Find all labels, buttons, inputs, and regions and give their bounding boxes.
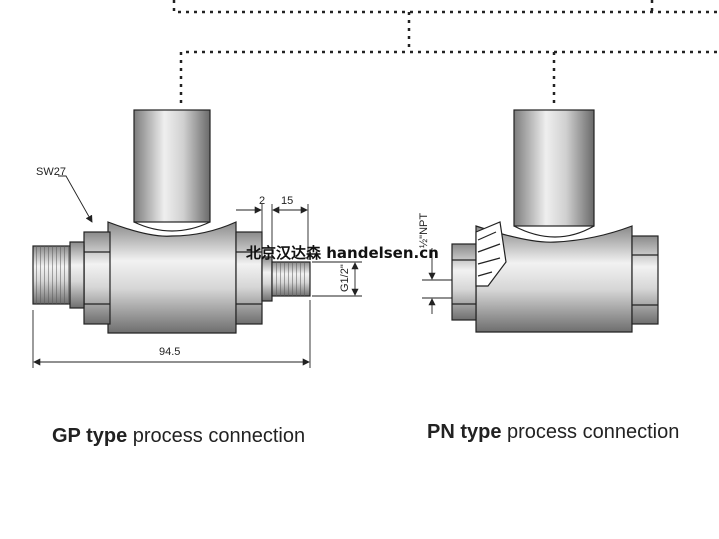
- dotted-cable-lines: [172, 0, 719, 103]
- dim-2-label: 2: [259, 195, 265, 207]
- watermark-text: 北京汉达森 handelsen.cn: [246, 244, 439, 262]
- gp-type-caption: GP type process connection: [52, 425, 305, 448]
- gp-caption-bold: GP type: [52, 425, 128, 447]
- pn-type-fitting: [451, 109, 659, 333]
- gp-dimension-labels: SW27 2 15 G1/2" 94.5: [36, 166, 351, 358]
- wrench-size-label: SW27: [36, 166, 66, 178]
- pn-type-caption: PN type process connection: [427, 421, 679, 444]
- pn-dimensions: [422, 248, 452, 314]
- overall-length-label: 94.5: [159, 346, 180, 358]
- gp-caption-rest: process connection: [127, 425, 306, 447]
- pn-dimension-labels: ½"NPT: [418, 213, 430, 248]
- pn-caption-rest: process connection: [501, 421, 680, 443]
- thread-gp-label: G1/2": [339, 264, 351, 292]
- pn-caption-bold: PN type: [427, 421, 502, 443]
- gp-dimensions: [32, 175, 362, 368]
- dim-15-label: 15: [281, 195, 293, 207]
- gp-type-fitting: [32, 109, 311, 334]
- thread-pn-label: ½"NPT: [418, 213, 430, 248]
